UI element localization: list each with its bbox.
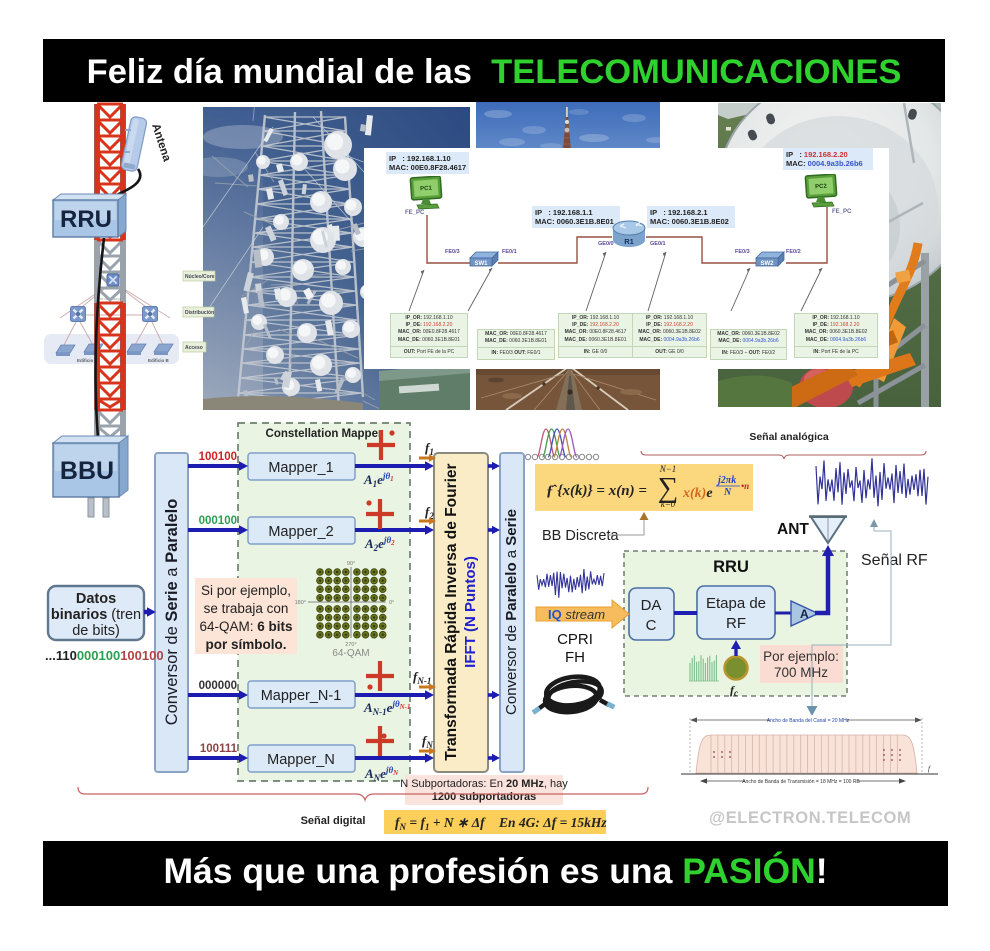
svg-text:j2πk: j2πk xyxy=(716,475,736,486)
svg-text:000100: 000100 xyxy=(199,515,237,527)
svg-text:1200 subportadoras: 1200 subportadoras xyxy=(432,791,537,803)
svg-text:64-QAM: 6 bits: 64-QAM: 6 bits xyxy=(199,619,292,634)
svg-text:270°: 270° xyxy=(345,642,356,648)
svg-text:C: C xyxy=(646,617,657,634)
svg-text:PC2: PC2 xyxy=(815,184,828,191)
svg-text:PC1: PC1 xyxy=(420,186,433,193)
svg-text:@ELECTRON.TELECOM: @ELECTRON.TELECOM xyxy=(709,809,911,827)
svg-text:000000: 000000 xyxy=(199,680,237,692)
svg-text:A: A xyxy=(800,607,809,621)
svg-text:100100: 100100 xyxy=(199,451,237,463)
svg-text:Señal RF: Señal RF xyxy=(861,552,928,569)
svg-text:En 4G: Δf = 15kHz: En 4G: Δf = 15kHz xyxy=(498,815,607,830)
svg-text:N−1: N−1 xyxy=(659,464,677,474)
svg-text:Ancho de Banda del Canal = 20: Ancho de Banda del Canal = 20 MHz xyxy=(767,718,850,724)
svg-text:binarios (tren: binarios (tren xyxy=(51,607,141,623)
svg-text:Mapper_2: Mapper_2 xyxy=(268,524,333,540)
svg-text:por símbolo.: por símbolo. xyxy=(206,637,287,652)
svg-text:DA: DA xyxy=(641,597,662,614)
svg-text:Datos: Datos xyxy=(76,591,116,607)
svg-text:ƒ̂ {x(k)} = x(n) =: ƒ̂ {x(k)} = x(n) = xyxy=(546,483,647,499)
svg-text:RF: RF xyxy=(726,615,746,632)
svg-text:Mapper_1: Mapper_1 xyxy=(268,460,333,476)
svg-text:Señal analógica: Señal analógica xyxy=(749,431,829,443)
svg-text:k=0: k=0 xyxy=(661,499,676,509)
svg-text:RRU: RRU xyxy=(713,558,749,576)
svg-text:Mapper_N-1: Mapper_N-1 xyxy=(261,688,342,704)
svg-text:FH: FH xyxy=(565,649,585,666)
svg-text:fN: fN xyxy=(422,733,433,750)
svg-text:BB Discreta: BB Discreta xyxy=(542,528,619,544)
svg-text:Por ejemplo:: Por ejemplo: xyxy=(763,649,839,664)
svg-text:•n: •n xyxy=(741,481,749,491)
svg-text:64-QAM: 64-QAM xyxy=(332,648,369,659)
svg-text:0°: 0° xyxy=(389,600,394,606)
svg-text:Si por ejemplo,: Si por ejemplo, xyxy=(201,583,291,598)
svg-text:N: N xyxy=(723,487,732,498)
svg-text:...110000100100100: ...110000100100100 xyxy=(45,648,164,663)
svg-text:f: f xyxy=(928,765,931,773)
svg-text:N Subportadoras: En 20 MHz, ha: N Subportadoras: En 20 MHz, hay xyxy=(400,778,568,790)
svg-text:fN-1: fN-1 xyxy=(413,669,431,686)
svg-text:fN = f1 + N ∗ Δf: fN = f1 + N ∗ Δf xyxy=(395,815,486,832)
svg-text:SW1: SW1 xyxy=(474,261,488,267)
svg-text:Mapper_N: Mapper_N xyxy=(267,752,335,768)
svg-text:CPRI: CPRI xyxy=(557,631,593,648)
svg-text:x(k)e: x(k)e xyxy=(682,486,713,501)
svg-text:Señal digital: Señal digital xyxy=(301,815,366,827)
svg-text:Conversor de Paralelo a Serie: Conversor de Paralelo a Serie xyxy=(503,509,520,715)
svg-text:SW2: SW2 xyxy=(760,261,774,267)
svg-text:IQ stream: IQ stream xyxy=(548,607,605,622)
svg-text:ANT: ANT xyxy=(777,521,809,538)
svg-text:90°: 90° xyxy=(347,561,355,567)
svg-text:Conversor de Serie a Paralelo: Conversor de Serie a Paralelo xyxy=(163,499,181,726)
svg-text:Etapa de: Etapa de xyxy=(706,595,766,612)
svg-text:f1: f1 xyxy=(425,440,434,457)
svg-text:fc: fc xyxy=(730,683,738,698)
svg-text:se trabaja con: se trabaja con xyxy=(204,601,289,616)
svg-text:Constellation Mapper: Constellation Mapper xyxy=(266,428,383,440)
svg-text:IFFT (N Puntos): IFFT (N Puntos) xyxy=(462,556,479,668)
svg-text:de bits): de bits) xyxy=(72,623,120,639)
svg-text:R1: R1 xyxy=(624,237,634,246)
svg-text:f2: f2 xyxy=(425,504,434,521)
svg-text:180°: 180° xyxy=(295,600,306,606)
svg-text:Ancho de Banda de Transmisión: Ancho de Banda de Transmisión = 18 MHz =… xyxy=(742,779,860,785)
svg-text:∑: ∑ xyxy=(658,472,679,504)
svg-text:700 MHz: 700 MHz xyxy=(774,665,828,680)
svg-text:100111: 100111 xyxy=(200,743,238,755)
svg-text:Transformada Rápida Inversa de: Transformada Rápida Inversa de Fourier xyxy=(443,463,460,760)
